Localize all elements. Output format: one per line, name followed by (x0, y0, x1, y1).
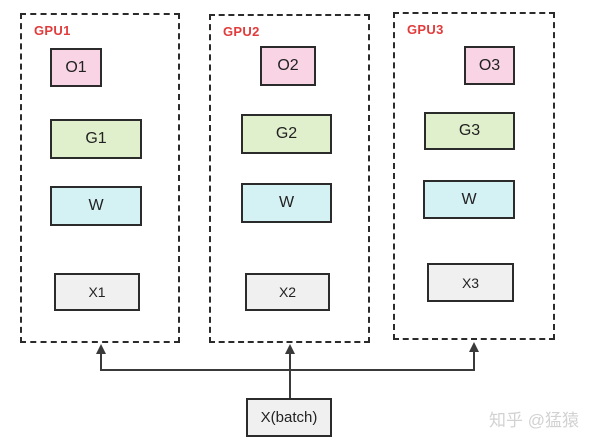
batch-input-box: X(batch) (246, 398, 332, 437)
arrow-up-gpu2-icon (285, 344, 295, 354)
gpu1-label: GPU1 (34, 23, 71, 38)
connector-gpu3-stub (473, 350, 475, 370)
gpu1-panel: GPU1 O1 G1 W X1 (20, 13, 180, 343)
gpu1-weight-box: W (50, 186, 142, 226)
gpu1-input-shard-box: X1 (54, 273, 140, 311)
gpu2-label: GPU2 (223, 24, 260, 39)
arrow-up-gpu3-icon (469, 342, 479, 352)
gpu2-output-box: O2 (260, 46, 316, 86)
gpu3-label: GPU3 (407, 22, 444, 37)
gpu3-input-shard-box: X3 (427, 263, 514, 302)
gpu3-panel: GPU3 O3 G3 W X3 (393, 12, 555, 340)
connector-batch-stem (289, 370, 291, 398)
gpu3-weight-box: W (423, 180, 515, 219)
connector-horizontal (100, 369, 475, 371)
gpu2-weight-box: W (241, 183, 332, 223)
arrow-up-gpu1-icon (96, 344, 106, 354)
gpu2-panel: GPU2 O2 G2 W X2 (209, 14, 370, 343)
gpu1-output-box: O1 (50, 48, 102, 87)
gpu2-gradient-box: G2 (241, 114, 332, 154)
watermark: 知乎 @猛猿 (489, 411, 579, 430)
gpu1-gradient-box: G1 (50, 119, 142, 159)
gpu2-input-shard-box: X2 (245, 273, 330, 311)
connector-gpu2-stub (289, 352, 291, 370)
connector-gpu1-stub (100, 352, 102, 370)
gpu3-output-box: O3 (464, 46, 515, 85)
gpu3-gradient-box: G3 (424, 112, 515, 150)
